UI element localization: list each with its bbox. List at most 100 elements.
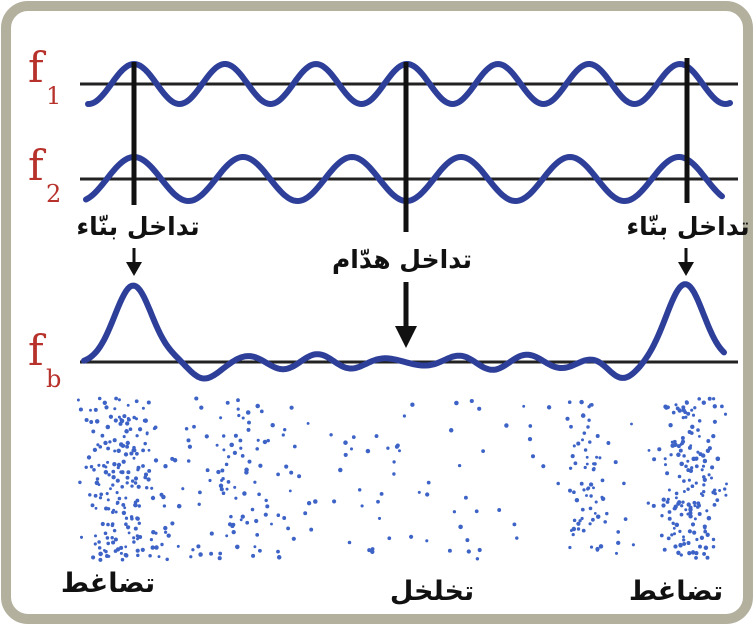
particle-dot — [663, 463, 668, 467]
particle-dot — [698, 544, 702, 549]
particle-dot — [224, 462, 229, 467]
particle-dot — [675, 406, 680, 411]
particle-dot — [236, 407, 240, 411]
particle-dot — [711, 397, 716, 401]
particle-dot — [674, 522, 680, 528]
particle-dot — [135, 548, 140, 553]
particle-dot — [357, 488, 362, 492]
particle-dot — [682, 541, 687, 546]
particle-dot — [136, 553, 140, 558]
particle-dot — [226, 480, 231, 484]
particle-dot — [665, 471, 670, 476]
particle-dot — [579, 399, 584, 405]
particle-dot — [88, 493, 92, 497]
particle-dot — [571, 532, 575, 537]
particle-dot — [715, 457, 720, 462]
particle-dot — [192, 424, 196, 429]
particle-dot — [613, 460, 618, 465]
particle-dot — [394, 444, 399, 449]
particle-dot — [425, 492, 430, 497]
particle-dot — [605, 511, 609, 516]
particle-dot — [465, 538, 470, 543]
particle-dot — [135, 451, 139, 456]
particle-dot — [343, 440, 348, 445]
particle-dot — [572, 490, 576, 495]
particle-dot — [103, 531, 108, 536]
particle-dot — [690, 550, 696, 555]
particle-dot — [125, 440, 130, 446]
particle-dot — [234, 496, 238, 500]
particle-dot — [576, 527, 581, 531]
particle-dot — [105, 536, 110, 540]
particle-dot — [682, 490, 686, 493]
particle-dot — [281, 433, 285, 437]
particle-dot — [614, 551, 619, 555]
particle-dot — [122, 435, 126, 439]
particle-dot — [181, 487, 185, 491]
particle-dot — [76, 398, 80, 402]
particle-dot — [723, 487, 727, 491]
particle-dot — [702, 551, 707, 556]
particle-dot — [116, 465, 120, 470]
particle-dot — [239, 518, 243, 522]
particle-dot — [288, 489, 292, 493]
particle-dot — [143, 441, 147, 446]
particle-dot — [474, 509, 479, 514]
particle-dot — [623, 517, 628, 521]
particle-dot — [666, 405, 670, 410]
particle-dot — [682, 535, 685, 539]
particle-dot — [448, 428, 454, 433]
particle-dot — [130, 479, 135, 483]
particle-dot — [103, 469, 109, 475]
particle-dot — [92, 467, 96, 472]
particle-dot — [686, 540, 691, 546]
particle-dot — [289, 405, 294, 410]
f1-label: f — [28, 43, 47, 92]
particle-dot — [724, 493, 728, 497]
particle-dot — [425, 539, 429, 543]
particle-dot — [153, 458, 159, 463]
particle-dot — [127, 531, 131, 535]
particle-dot — [712, 502, 717, 507]
particle-dot — [142, 418, 147, 423]
particle-dot — [568, 466, 573, 470]
particle-dot — [572, 444, 576, 448]
particle-dot — [103, 440, 108, 446]
particle-dot — [426, 480, 431, 485]
particle-dot — [118, 421, 123, 426]
particle-dot — [676, 550, 681, 555]
particle-dot — [574, 497, 580, 503]
particle-dot — [226, 455, 231, 459]
particle-dot — [674, 403, 678, 407]
particle-dot — [682, 479, 686, 483]
particle-dot — [580, 507, 585, 512]
particle-dot — [694, 550, 699, 556]
particle-dot — [616, 540, 621, 546]
particle-dot — [703, 529, 708, 534]
particle-dot — [690, 522, 696, 527]
particle-dot — [570, 454, 575, 459]
particle-dot — [578, 519, 582, 523]
particle-dot — [113, 407, 117, 411]
particle-dot — [209, 531, 214, 536]
particle-dot — [106, 522, 110, 527]
particle-dot — [124, 516, 129, 520]
particle-dot — [215, 443, 219, 447]
particle-dot — [694, 457, 698, 461]
particle-dot — [253, 480, 257, 484]
particle-dot — [225, 400, 230, 405]
particle-dot — [711, 490, 716, 495]
particle-dot — [109, 487, 112, 491]
particle-dot — [149, 537, 154, 542]
fb-subscript: b — [46, 365, 61, 393]
particle-dot — [556, 481, 560, 486]
particle-dot — [469, 398, 474, 404]
particle-dot — [591, 467, 596, 472]
particle-dot — [630, 422, 633, 426]
particle-dot — [221, 491, 226, 496]
particle-dot — [106, 541, 111, 546]
particle-dot — [686, 459, 690, 463]
particle-dot — [595, 455, 599, 459]
particle-dot — [695, 537, 699, 542]
f2-subscript: 2 — [46, 180, 61, 208]
